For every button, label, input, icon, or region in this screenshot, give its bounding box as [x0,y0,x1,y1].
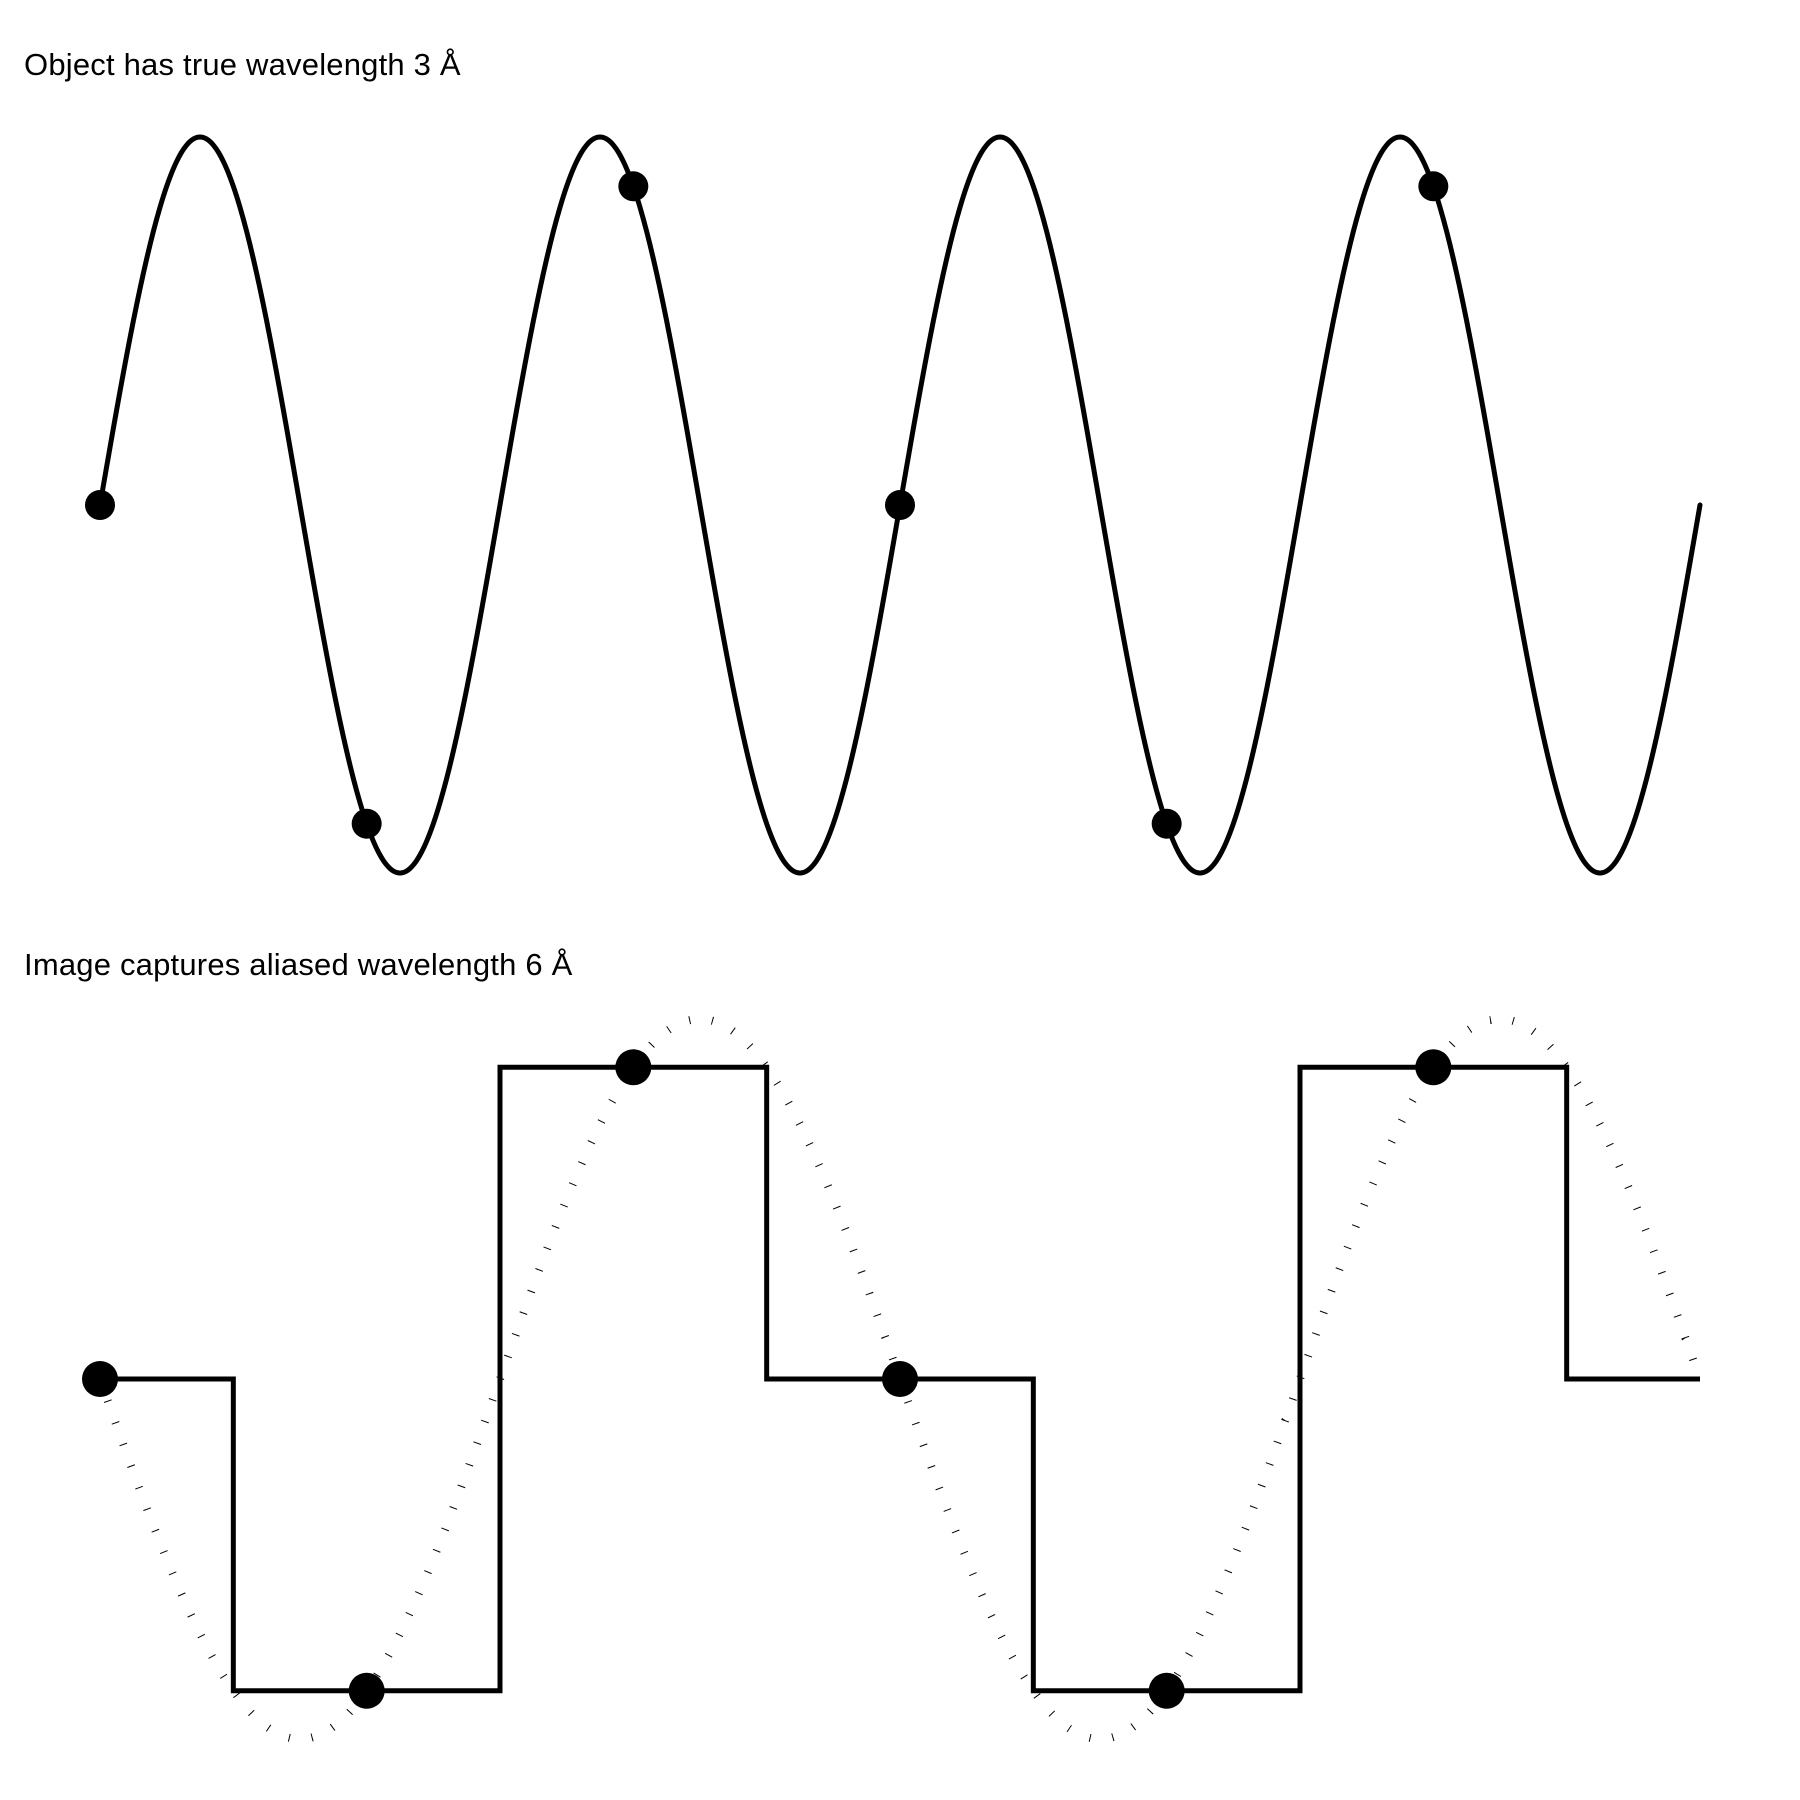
sample-point-marker [885,490,915,520]
panel-true-wavelength: Object has true wavelength 3 Å [24,47,1703,876]
sample-point-marker [618,171,649,202]
sample-point-marker [348,1672,385,1709]
sample-point-marker [1415,1049,1452,1086]
sample-point-marker [615,1049,652,1086]
true-wavelength-plot [85,134,1703,876]
true-sample-markers [85,171,1449,839]
aliased-sample-markers [82,1049,1452,1709]
panel-top-title: Object has true wavelength 3 Å [24,47,461,82]
sample-point-marker [1151,808,1182,839]
sample-point-marker [882,1361,918,1397]
sample-point-marker [1148,1672,1185,1709]
sample-point-marker [85,490,115,520]
sample-point-marker [82,1361,118,1397]
sample-point-marker [1418,171,1449,202]
sample-point-marker [351,808,382,839]
panel-bottom-title: Image captures aliased wavelength 6 Å [24,947,573,982]
aliased-wavelength-plot [82,1014,1704,1744]
panel-aliased-wavelength: Image captures aliased wavelength 6 Å [0,900,1800,1800]
